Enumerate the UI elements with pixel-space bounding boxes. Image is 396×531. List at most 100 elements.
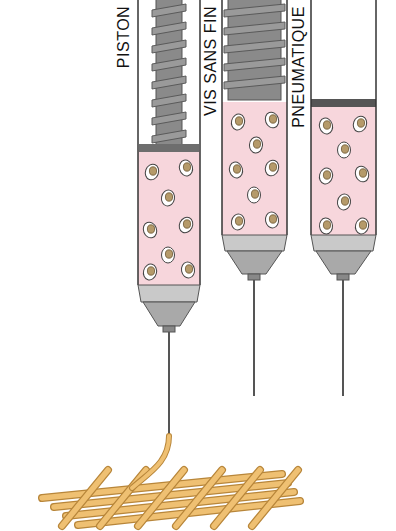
cell — [142, 263, 159, 282]
cell — [248, 187, 261, 203]
cell-nucleus — [269, 163, 276, 171]
cell-nucleus — [357, 119, 364, 127]
cell-nucleus — [359, 169, 366, 177]
thread-ridge — [152, 112, 186, 125]
nozzle-collar — [222, 235, 287, 251]
cells — [318, 114, 371, 235]
nozzle-cone — [316, 251, 371, 274]
bioink — [138, 150, 200, 285]
cell — [162, 247, 175, 263]
mechanism-label: PISTON — [116, 6, 132, 68]
thread-ridge — [152, 40, 186, 53]
screw-syringe — [222, 0, 287, 396]
cells — [141, 159, 196, 282]
cell — [318, 167, 335, 186]
cell — [178, 159, 195, 178]
cell — [160, 189, 176, 207]
barrel-wall — [221, 0, 223, 235]
cell-nucleus — [233, 165, 240, 173]
strand-outline — [214, 470, 260, 526]
barrel-wall — [310, 0, 312, 235]
cell — [143, 162, 161, 181]
nozzle-collar — [138, 285, 200, 302]
cell-nucleus — [251, 190, 258, 198]
thread-ridge — [152, 4, 186, 17]
thread-ridge — [152, 58, 186, 71]
cell-nucleus — [323, 221, 330, 229]
cell — [353, 164, 371, 183]
cell-nucleus — [183, 220, 190, 228]
thread-ridge — [224, 76, 285, 89]
cell — [338, 142, 351, 158]
barrel-wall — [375, 0, 377, 235]
cell — [351, 114, 369, 133]
needle — [168, 332, 170, 436]
thread-ridge — [224, 40, 285, 53]
extruded-filament — [132, 436, 169, 488]
piston-head — [139, 144, 199, 152]
barrel-wall — [286, 0, 288, 235]
strand — [214, 470, 260, 526]
cell-nucleus — [359, 221, 366, 229]
cell — [177, 215, 196, 235]
cell — [318, 117, 335, 136]
cells — [228, 110, 281, 231]
thread-ridge — [152, 130, 186, 143]
cell-nucleus — [235, 117, 242, 125]
strand — [252, 470, 298, 526]
barrel-wall — [137, 0, 139, 285]
cell — [230, 213, 246, 231]
pneumatic-syringe — [311, 0, 376, 396]
strand-outline — [176, 470, 222, 526]
cell-nucleus — [323, 171, 330, 179]
mechanism-label: VIS SANS FIN — [203, 6, 219, 116]
cell-nucleus — [147, 267, 154, 275]
rod-thread — [152, 4, 186, 143]
strand-outline — [252, 470, 298, 526]
cell — [230, 113, 247, 132]
cell-nucleus — [183, 163, 190, 171]
cell — [336, 193, 352, 211]
piston-syringe — [138, 0, 200, 436]
cell — [263, 158, 281, 177]
cell — [228, 161, 245, 180]
cell-nucleus — [147, 225, 154, 233]
cell — [249, 136, 263, 153]
cell-nucleus — [323, 121, 330, 129]
thread-ridge — [152, 76, 186, 89]
screw-thread — [224, 4, 285, 89]
cell-nucleus — [253, 140, 260, 148]
nozzle-collar — [311, 235, 376, 251]
cell — [263, 110, 281, 129]
thread-ridge — [224, 58, 285, 71]
printed-scaffold — [42, 470, 300, 526]
piston-rod — [156, 0, 182, 148]
cell — [180, 261, 196, 279]
cell-nucleus — [341, 145, 348, 153]
cell-nucleus — [149, 167, 156, 175]
needle-hub — [163, 326, 175, 332]
cell-nucleus — [235, 217, 242, 225]
needle-hub — [248, 274, 260, 280]
thread-ridge — [224, 4, 285, 17]
bioink — [222, 102, 287, 235]
cell-nucleus — [165, 250, 172, 258]
cell — [264, 211, 280, 229]
cell — [319, 217, 333, 234]
thread-ridge — [152, 22, 186, 35]
cell — [354, 217, 371, 236]
needle-hub — [337, 274, 349, 280]
cell-nucleus — [269, 215, 276, 223]
thread-ridge — [224, 22, 285, 35]
pressure-plunger — [311, 99, 376, 107]
mechanism-label: PNEUMATIQUE — [291, 6, 307, 128]
cell-nucleus — [269, 115, 276, 123]
cell-nucleus — [341, 197, 348, 205]
nozzle-cone — [227, 251, 282, 274]
cell-nucleus — [185, 265, 192, 273]
needle — [253, 280, 255, 396]
thread-ridge — [152, 94, 186, 107]
bioink — [311, 106, 376, 235]
